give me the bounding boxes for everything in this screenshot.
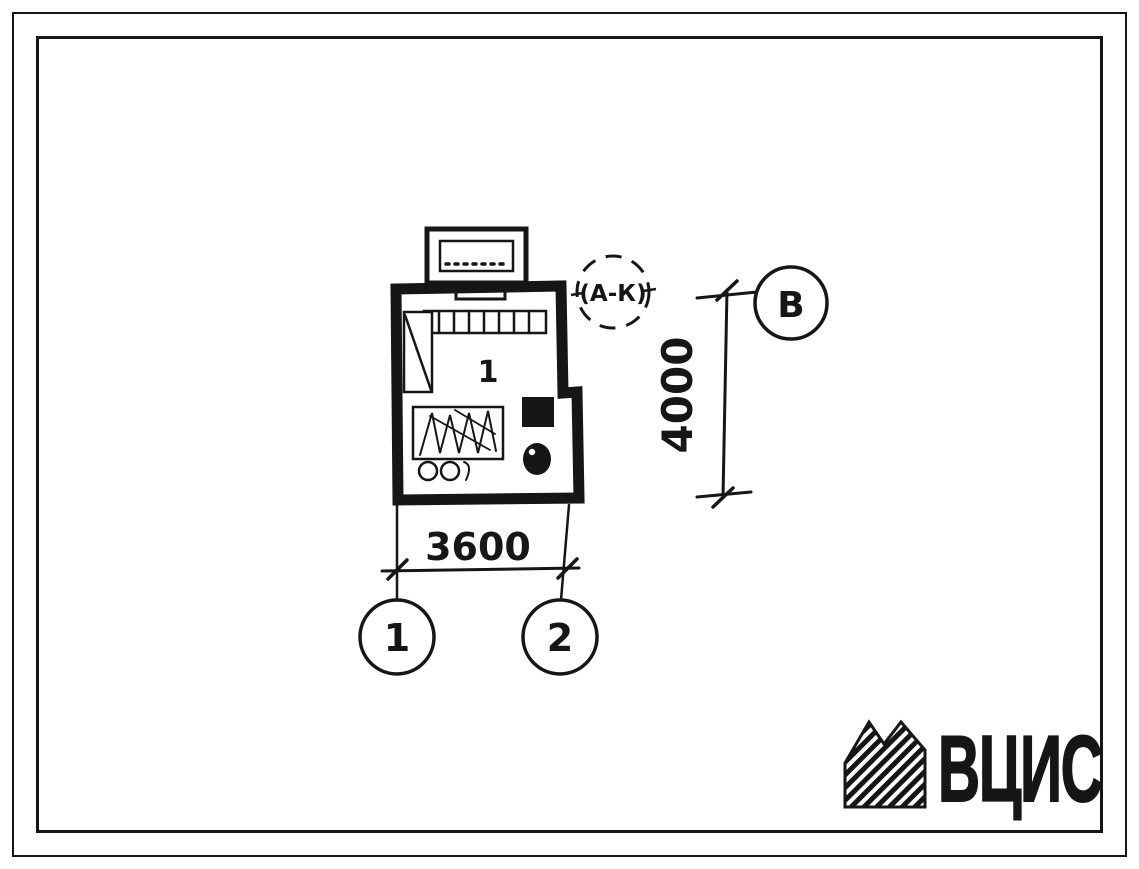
dim-tick [386, 558, 409, 581]
floor-plan: 1 [390, 226, 585, 506]
room-number: 1 [478, 355, 499, 390]
logo-text: ВЦИС [938, 716, 1102, 822]
dim-width-value: 3600 [425, 525, 531, 569]
door-leaf [402, 310, 434, 394]
axis-circle-2: 2 [521, 598, 599, 676]
burner-circles [417, 460, 470, 482]
axis-b-label: В [777, 285, 804, 326]
axis-range-badge: (А-К) [570, 254, 657, 330]
stove-block [411, 405, 505, 461]
toilet-bowl [523, 443, 551, 475]
dim-tick [711, 486, 735, 509]
window-sill [422, 309, 548, 335]
vcis-logo: ВЦИС [843, 715, 1104, 822]
dimension-height: 4000 [653, 279, 759, 509]
dim-tick [556, 557, 579, 580]
axis-1-label: 1 [384, 616, 410, 660]
axis-range-label: (А-К) [579, 281, 646, 307]
dimension-width: 3600 [380, 503, 581, 602]
axis-circle-b: В [753, 265, 829, 341]
walls-outline [390, 280, 585, 506]
hatched-banner-icon [843, 719, 927, 809]
dim-height-value: 4000 [653, 337, 702, 454]
fixture-square [522, 397, 554, 427]
axis-2-label: 2 [547, 616, 573, 660]
axis-circle-1: 1 [358, 598, 436, 676]
dim-tick [715, 279, 739, 302]
